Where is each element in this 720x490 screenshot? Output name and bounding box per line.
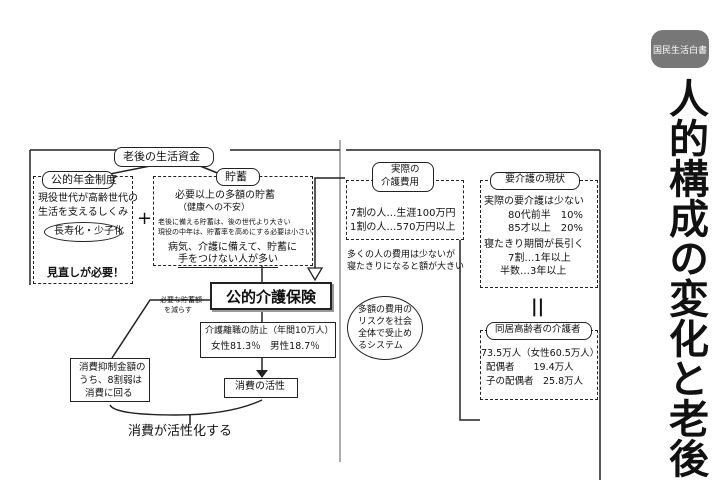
reduce-note-1: 必要な貯蓄額 [160, 296, 202, 304]
status-line-1: 実際の要介護は少ない [484, 196, 584, 207]
right-frame [346, 149, 601, 480]
cost-arrowhead [306, 267, 324, 282]
activation-arrowhead [256, 370, 268, 378]
activation-box: 消費の活性 [224, 378, 298, 398]
consumption-box: 消費抑制金額の うち、8割弱は 消費に回る [70, 358, 150, 402]
left-frame [29, 149, 340, 285]
cost-line-2: 1割の人…570万円以上 [350, 222, 456, 233]
pension-conclusion: 見直しが必要！ [47, 266, 124, 279]
status-line-3: 85才以上 20% [508, 223, 583, 234]
insurance-to-consumption [111, 299, 210, 359]
aging-cloud: 長寿化・少子化 [44, 222, 124, 242]
result-text: 消費が活性化する [128, 424, 233, 439]
status-line-5: 7割…1年以上 [508, 253, 571, 264]
cost-line-1: 7割の人…生涯100万円 [350, 208, 456, 219]
savings-text-3: 老後に備える貯蓄は、後の世代より大きい [158, 218, 291, 226]
prevention-box: 介護離職の防止（年間10万人） 女性81.3％ 男性18.7％ [200, 322, 336, 358]
equals-sign: || [531, 296, 545, 317]
cost-note-2: 寝たきりになると額が大きい [347, 262, 465, 272]
book-title: 人的構成の変化と老後 [662, 78, 708, 478]
risk-cloud: 多額の費用の リスクを社会 全体で受止め るシステム [347, 296, 423, 360]
savings-text-1: 必要以上の多額の貯蓄 [175, 190, 275, 201]
living-funds-header: 老後の生活資金 [114, 147, 214, 167]
cost-title: 実際の 介護費用 [372, 162, 434, 192]
pension-text-1: 現役世代が高齢世代の [38, 193, 138, 204]
status-line-4: 寝たきり期間が長引く [484, 239, 584, 250]
result-brace [109, 399, 263, 416]
caregiver-line-1: 73.5万人（女性60.5万人） [481, 348, 600, 359]
caregiver-panel [480, 330, 598, 400]
status-line-6: 半数…3年以上 [500, 266, 567, 277]
right-bracket [459, 210, 480, 421]
care-status-panel [480, 180, 598, 288]
cost-arrow [314, 177, 345, 270]
caregiver-line-3: 子の配偶者 25.8万人 [486, 376, 584, 387]
caregiver-title: 同居高齢者の介護者 [486, 322, 592, 340]
savings-text-4: 現役の中年は、貯蓄率を高めにする必要は小さい [158, 228, 313, 236]
care-status-title: 要介護の現状 [490, 172, 580, 190]
book-badge: 国民生活白書 [651, 30, 709, 68]
savings-title: 貯蓄 [216, 168, 260, 186]
status-line-2: 80代前半 10% [508, 210, 583, 221]
cost-note-1: 多くの人の費用は少ないが [347, 250, 456, 260]
pension-text-2: 生活を支えるしくみ [38, 207, 129, 218]
savings-text-2: （健康への不安） [178, 203, 251, 213]
plus-sign: + [137, 208, 153, 229]
pension-title: 公的年金制度 [42, 171, 117, 189]
caregiver-line-2: 配偶者 19.4万人 [486, 362, 574, 373]
savings-text-6: 手をつけない人が多い [178, 254, 278, 268]
book-badge-text: 国民生活白書 [652, 45, 707, 56]
public-care-insurance: 公的介護保険 [210, 282, 332, 310]
savings-text-5: 病気、介護に備えて、貯蓄に [168, 242, 297, 253]
reduce-note-2: を減らす [164, 306, 192, 314]
savings-panel [153, 176, 313, 266]
